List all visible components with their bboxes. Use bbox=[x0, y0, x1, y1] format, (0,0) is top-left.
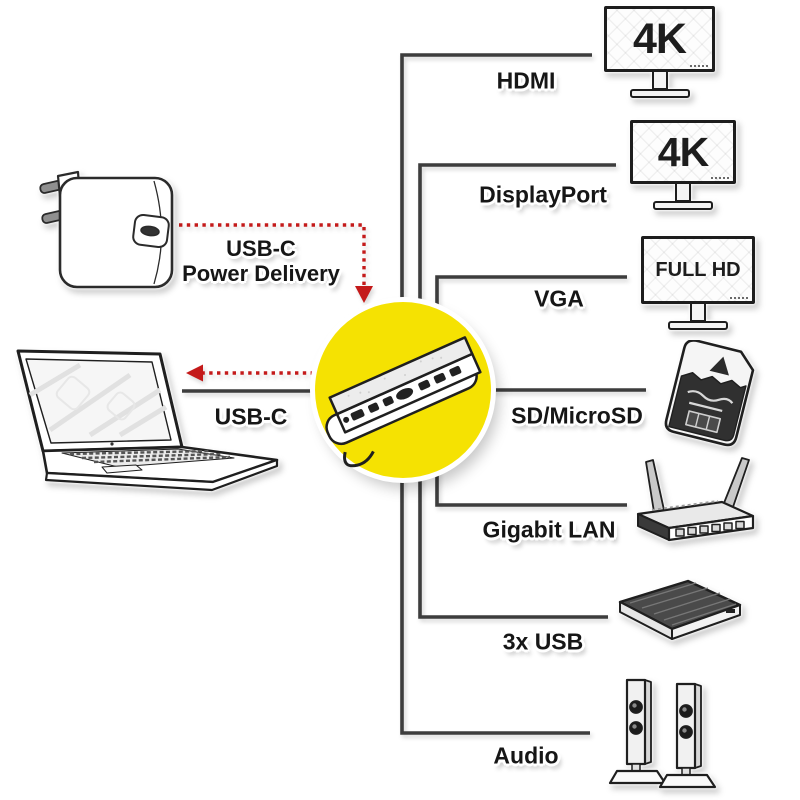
webcam-dot bbox=[110, 442, 114, 446]
screen-pattern-squares bbox=[55, 375, 136, 421]
speaker-tower bbox=[608, 678, 667, 785]
antenna bbox=[721, 457, 750, 511]
screen-pattern bbox=[28, 362, 168, 438]
screen-text: FULL HD bbox=[655, 258, 741, 281]
vga-label: VGA bbox=[534, 285, 584, 312]
lan-ports bbox=[675, 520, 745, 537]
power-delivery-label: USB-C Power Delivery bbox=[182, 236, 340, 286]
monitor-screen: 4K bbox=[604, 6, 715, 72]
monitor-screen: FULL HD bbox=[641, 236, 755, 304]
speakers-icon bbox=[608, 678, 717, 789]
monitor-full-hd-icon: FULL HD bbox=[641, 236, 755, 330]
screen-text: 4K bbox=[657, 128, 709, 175]
monitor-base bbox=[668, 321, 728, 330]
drive-grain bbox=[629, 582, 737, 626]
keyboard-keys bbox=[69, 449, 231, 464]
monitor-stand bbox=[675, 183, 691, 202]
screen-text: 4K bbox=[633, 14, 687, 63]
monitor-stand bbox=[651, 71, 668, 90]
sd-microsd-label: SD/MicroSD bbox=[511, 402, 643, 429]
usb-label: 3x USB bbox=[502, 628, 584, 655]
monitor-4k-icon: 4K bbox=[604, 6, 715, 98]
trackpad bbox=[101, 464, 143, 474]
antenna bbox=[645, 459, 665, 513]
adapter-body bbox=[58, 176, 174, 289]
arrow-down-icon bbox=[355, 286, 373, 303]
usb-c-dock-icon bbox=[325, 336, 482, 468]
wifi-router-icon bbox=[636, 457, 755, 542]
drive-port bbox=[726, 609, 735, 613]
displayport-label: DisplayPort bbox=[479, 181, 607, 208]
monitor-4k-icon: 4K bbox=[630, 120, 736, 210]
monitor-screen: 4K bbox=[630, 120, 736, 184]
dock-ports bbox=[343, 365, 462, 423]
power-delivery-label-line1: USB-C bbox=[226, 236, 296, 261]
laptop-icon bbox=[16, 349, 279, 492]
gigabit-lan-label: Gigabit LAN bbox=[482, 516, 616, 543]
router-vents bbox=[651, 500, 719, 511]
dock-speckle bbox=[347, 356, 443, 397]
monitor-base bbox=[653, 201, 713, 210]
dock-cable bbox=[343, 450, 375, 468]
hdmi-label: HDMI bbox=[496, 67, 556, 94]
laptop-front-edge bbox=[44, 458, 279, 492]
monitor-base bbox=[629, 89, 690, 98]
power-adapter-icon bbox=[39, 170, 174, 289]
external-drive-icon bbox=[618, 579, 742, 640]
arrow-left-icon bbox=[186, 364, 203, 382]
monitor-stand bbox=[690, 303, 706, 322]
card-triangle bbox=[709, 356, 729, 376]
power-delivery-label-line2: Power Delivery bbox=[182, 261, 340, 286]
usb-c-port bbox=[140, 225, 160, 237]
dock-top bbox=[328, 336, 474, 416]
label-scribble bbox=[687, 390, 734, 413]
drive-front bbox=[671, 604, 741, 640]
audio-label: Audio bbox=[493, 742, 559, 769]
hub-highlight-circle bbox=[315, 302, 491, 478]
speaker-tower bbox=[658, 682, 717, 789]
laptop-usbc-label: USB-C bbox=[214, 403, 288, 430]
label-patch bbox=[685, 410, 722, 434]
sd-card-icon bbox=[664, 340, 755, 447]
